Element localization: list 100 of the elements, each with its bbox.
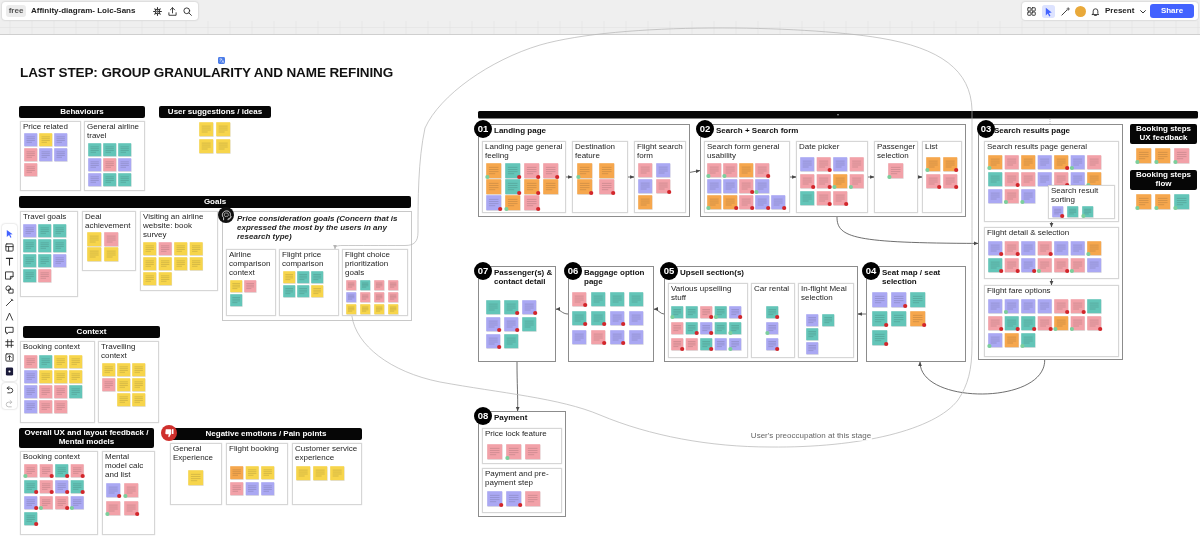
step-title: Payment: [494, 414, 529, 423]
cluster-frame: [20, 121, 81, 191]
cluster-title: Flight booking: [229, 445, 280, 454]
cluster-frame: [984, 285, 1119, 357]
cluster-title: Flight choice prioritization goals: [345, 251, 391, 278]
cluster-frame: [226, 249, 276, 316]
cluster-frame: [751, 283, 795, 358]
cluster-title: Payment and pre-payment step: [485, 470, 550, 488]
step-title: Passenger(s) & contact detail: [494, 269, 553, 287]
share-button: Share: [1150, 4, 1194, 18]
step-title: Baggage option page: [584, 269, 646, 287]
cluster-title: Deal achievement: [85, 213, 132, 231]
cluster-frame: [668, 283, 748, 358]
cluster-title: Travel goals: [23, 213, 68, 222]
cluster-frame: [482, 141, 566, 213]
arrow: [789, 175, 797, 179]
cluster-title: Flight detail & selection: [987, 229, 1071, 238]
cluster-title: Date picker: [799, 143, 841, 152]
step-title: Search + Search form: [716, 127, 800, 136]
cluster-frame: [874, 141, 918, 213]
step-title: Landing page: [494, 127, 547, 136]
group-title: Price consideration goals (Concern that is expressed the most by the users in any research type): [237, 214, 399, 242]
cluster-title: Visiting an airline website: book survey: [143, 213, 205, 240]
step-number: 01: [474, 120, 492, 138]
cluster-title: Travelling context: [101, 343, 137, 361]
cluster-title: Booking context: [23, 343, 81, 352]
cluster-frame: [84, 121, 145, 191]
arrow: [1049, 278, 1054, 286]
cluster-frame: [798, 283, 854, 358]
section-header-bar: Behaviours: [19, 106, 145, 118]
page-title: LAST STEP: GROUP GRANULARITY AND NAME REFINING: [20, 66, 394, 80]
cluster-title: Booking context: [23, 453, 81, 462]
section-header-bar: Negative emotions / Pain points: [170, 428, 362, 440]
cluster-frame: [20, 341, 95, 423]
step-number: 02: [696, 120, 714, 138]
plan-badge: free: [6, 5, 26, 17]
cluster-title: General Experience: [173, 445, 215, 463]
step-number: 03: [977, 120, 995, 138]
step-number: 08: [474, 407, 492, 425]
cluster-frame: [482, 428, 562, 464]
step-number: 07: [474, 262, 492, 280]
arrow: [565, 175, 573, 179]
cluster-title: List: [925, 143, 939, 152]
cluster-frame: [140, 211, 218, 291]
cluster-title: Car rental: [754, 285, 791, 294]
cluster-title: Price lock feature: [485, 430, 548, 439]
cluster-frame: [82, 211, 136, 271]
cluster-title: Passenger selection: [877, 143, 915, 161]
cluster-title: Landing page general feeling: [485, 143, 563, 161]
cluster-frame: [634, 141, 686, 213]
arrow: [627, 175, 635, 179]
cluster-title: Flight fare options: [987, 287, 1052, 296]
cluster-frame: [482, 468, 562, 513]
cluster-frame: [20, 451, 98, 535]
step-number: 06: [564, 262, 582, 280]
cluster-frame: [279, 249, 339, 316]
cluster-title: Flight search form: [637, 143, 683, 161]
cluster-frame: [292, 443, 362, 505]
arrow: [1049, 221, 1054, 228]
cluster-title: Customer service experience: [295, 445, 359, 463]
section-header-bar: Context: [23, 326, 160, 338]
cluster-title: Search form general usability: [707, 143, 781, 161]
present-button: Present: [1105, 7, 1135, 15]
cluster-frame: [572, 141, 628, 213]
cluster-frame: [20, 211, 78, 297]
cluster-title: Airline comparison context: [229, 251, 272, 278]
arrow: [917, 175, 923, 179]
step-title: Search results page: [994, 127, 1072, 136]
group-frame: [222, 211, 412, 321]
cluster-frame: [1048, 185, 1115, 219]
cluster-title: In-flight Meal selection: [801, 285, 848, 303]
step-number: 04: [862, 262, 880, 280]
cluster-frame: [922, 141, 962, 213]
cluster-frame: [342, 249, 408, 316]
cluster-frame: [102, 451, 155, 535]
cluster-title: Various upselling stuff: [671, 285, 733, 303]
cluster-title: Search result sorting: [1051, 187, 1100, 205]
section-header-bar: Overall UX and layout feedback / Mental models: [19, 428, 154, 448]
cluster-frame: [226, 443, 288, 505]
edge-label: User's preoccupation at this stage: [749, 431, 873, 441]
section-header-bar: Goals: [19, 196, 411, 208]
cluster-frame: [170, 443, 222, 505]
cluster-title: Mental model calc and list: [105, 453, 145, 480]
cluster-title: Search results page general: [987, 143, 1089, 152]
cluster-frame: [984, 141, 1119, 222]
cluster-title: General airline travel: [87, 123, 141, 141]
step-number: 05: [660, 262, 678, 280]
cluster-frame: [704, 141, 790, 213]
cluster-frame: [98, 341, 159, 423]
section-header-bar: Booking steps UX feedback: [1130, 124, 1197, 144]
cluster-title: Price related: [23, 123, 69, 132]
cluster-frame: [796, 141, 868, 213]
section-header-bar: User suggestions / ideas: [159, 106, 271, 118]
cluster-title: Destination feature: [575, 143, 617, 161]
arrow: [867, 175, 875, 179]
step-title: Upsell section(s): [680, 269, 745, 278]
step-title: Seat map / seat selection: [882, 269, 942, 287]
board-name: Affinity-diagram- Loic-Sans: [31, 7, 136, 15]
section-header-bar: Booking steps flow: [1130, 170, 1197, 190]
cluster-title: Flight price comparison: [282, 251, 325, 269]
